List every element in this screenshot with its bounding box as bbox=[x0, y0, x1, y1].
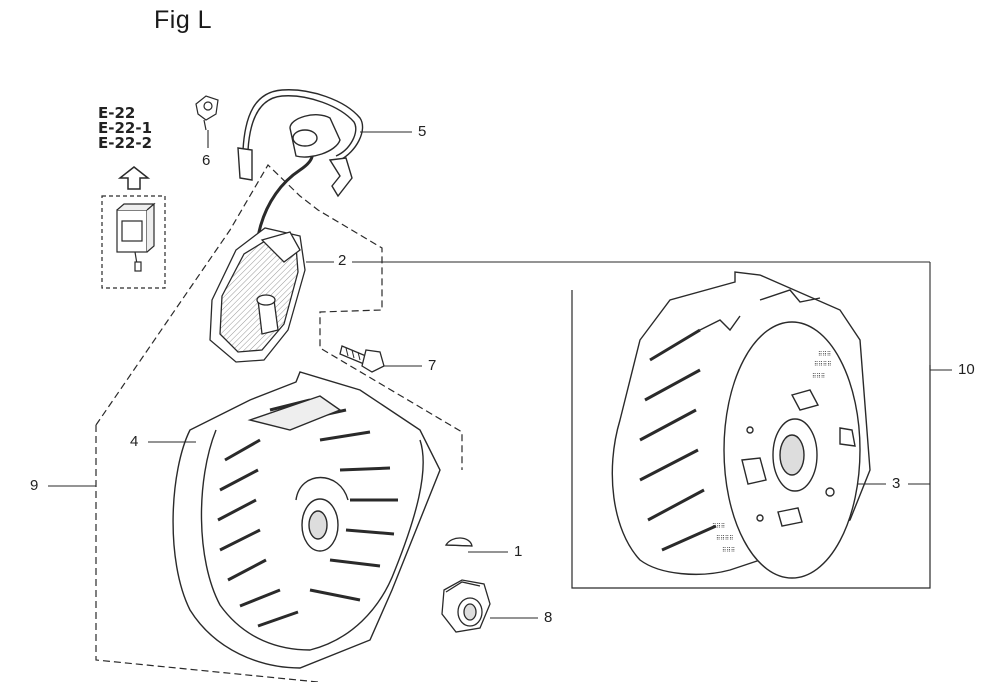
assembly-outline-10 bbox=[571, 290, 931, 589]
svg-text:⠿⠿⠿: ⠿⠿⠿ bbox=[818, 351, 831, 358]
flywheel-part-4 bbox=[172, 371, 441, 669]
bolt-part-7 bbox=[339, 345, 385, 373]
callout-6[interactable]: 6 bbox=[202, 152, 211, 169]
callout-7[interactable]: 7 bbox=[428, 357, 437, 374]
nut-part-8 bbox=[441, 579, 491, 633]
svg-text:⠿⠿⠿⠿: ⠿⠿⠿⠿ bbox=[716, 535, 734, 542]
callout-1[interactable]: 1 bbox=[514, 543, 523, 560]
rotor-part-3: ⠿⠿⠿ ⠿⠿⠿⠿ ⠿⠿⠿ ⠿⠿⠿ ⠿⠿⠿⠿ ⠿⠿⠿ bbox=[611, 271, 871, 579]
callout-4[interactable]: 4 bbox=[130, 433, 139, 450]
svg-text:⠿⠿⠿: ⠿⠿⠿ bbox=[812, 373, 825, 380]
assembly-outline-9 bbox=[95, 164, 463, 682]
ignition-module-reference-icon bbox=[101, 195, 166, 289]
key-part-1 bbox=[444, 537, 473, 547]
callout-3[interactable]: 3 bbox=[892, 475, 901, 492]
reference-code-e22-2[interactable]: E-22-2 bbox=[98, 134, 153, 152]
svg-text:⠿⠿⠿⠿: ⠿⠿⠿⠿ bbox=[814, 361, 832, 368]
reference-code-e22-1[interactable]: E-22-1 bbox=[98, 119, 153, 137]
rotor-markings: ⠿⠿⠿ ⠿⠿⠿⠿ ⠿⠿⠿ ⠿⠿⠿ ⠿⠿⠿⠿ ⠿⠿⠿ bbox=[712, 351, 832, 554]
svg-text:⠿⠿⠿: ⠿⠿⠿ bbox=[712, 523, 725, 530]
callout-5[interactable]: 5 bbox=[418, 123, 427, 140]
leader-lines bbox=[48, 130, 952, 619]
callout-9[interactable]: 9 bbox=[30, 477, 39, 494]
clip-part-6 bbox=[195, 95, 219, 131]
ignition-coil-part-2 bbox=[209, 227, 306, 363]
reference-code-e22[interactable]: E-22 bbox=[98, 104, 136, 122]
reference-arrow-icon bbox=[117, 166, 151, 190]
callout-2[interactable]: 2 bbox=[338, 252, 347, 269]
reference-codes: E-22 E-22-1 E-22-2 bbox=[98, 106, 176, 151]
callout-10[interactable]: 10 bbox=[958, 361, 975, 378]
figure-title: Fig L bbox=[154, 6, 213, 34]
svg-text:⠿⠿⠿: ⠿⠿⠿ bbox=[722, 547, 735, 554]
callout-8[interactable]: 8 bbox=[544, 609, 553, 626]
